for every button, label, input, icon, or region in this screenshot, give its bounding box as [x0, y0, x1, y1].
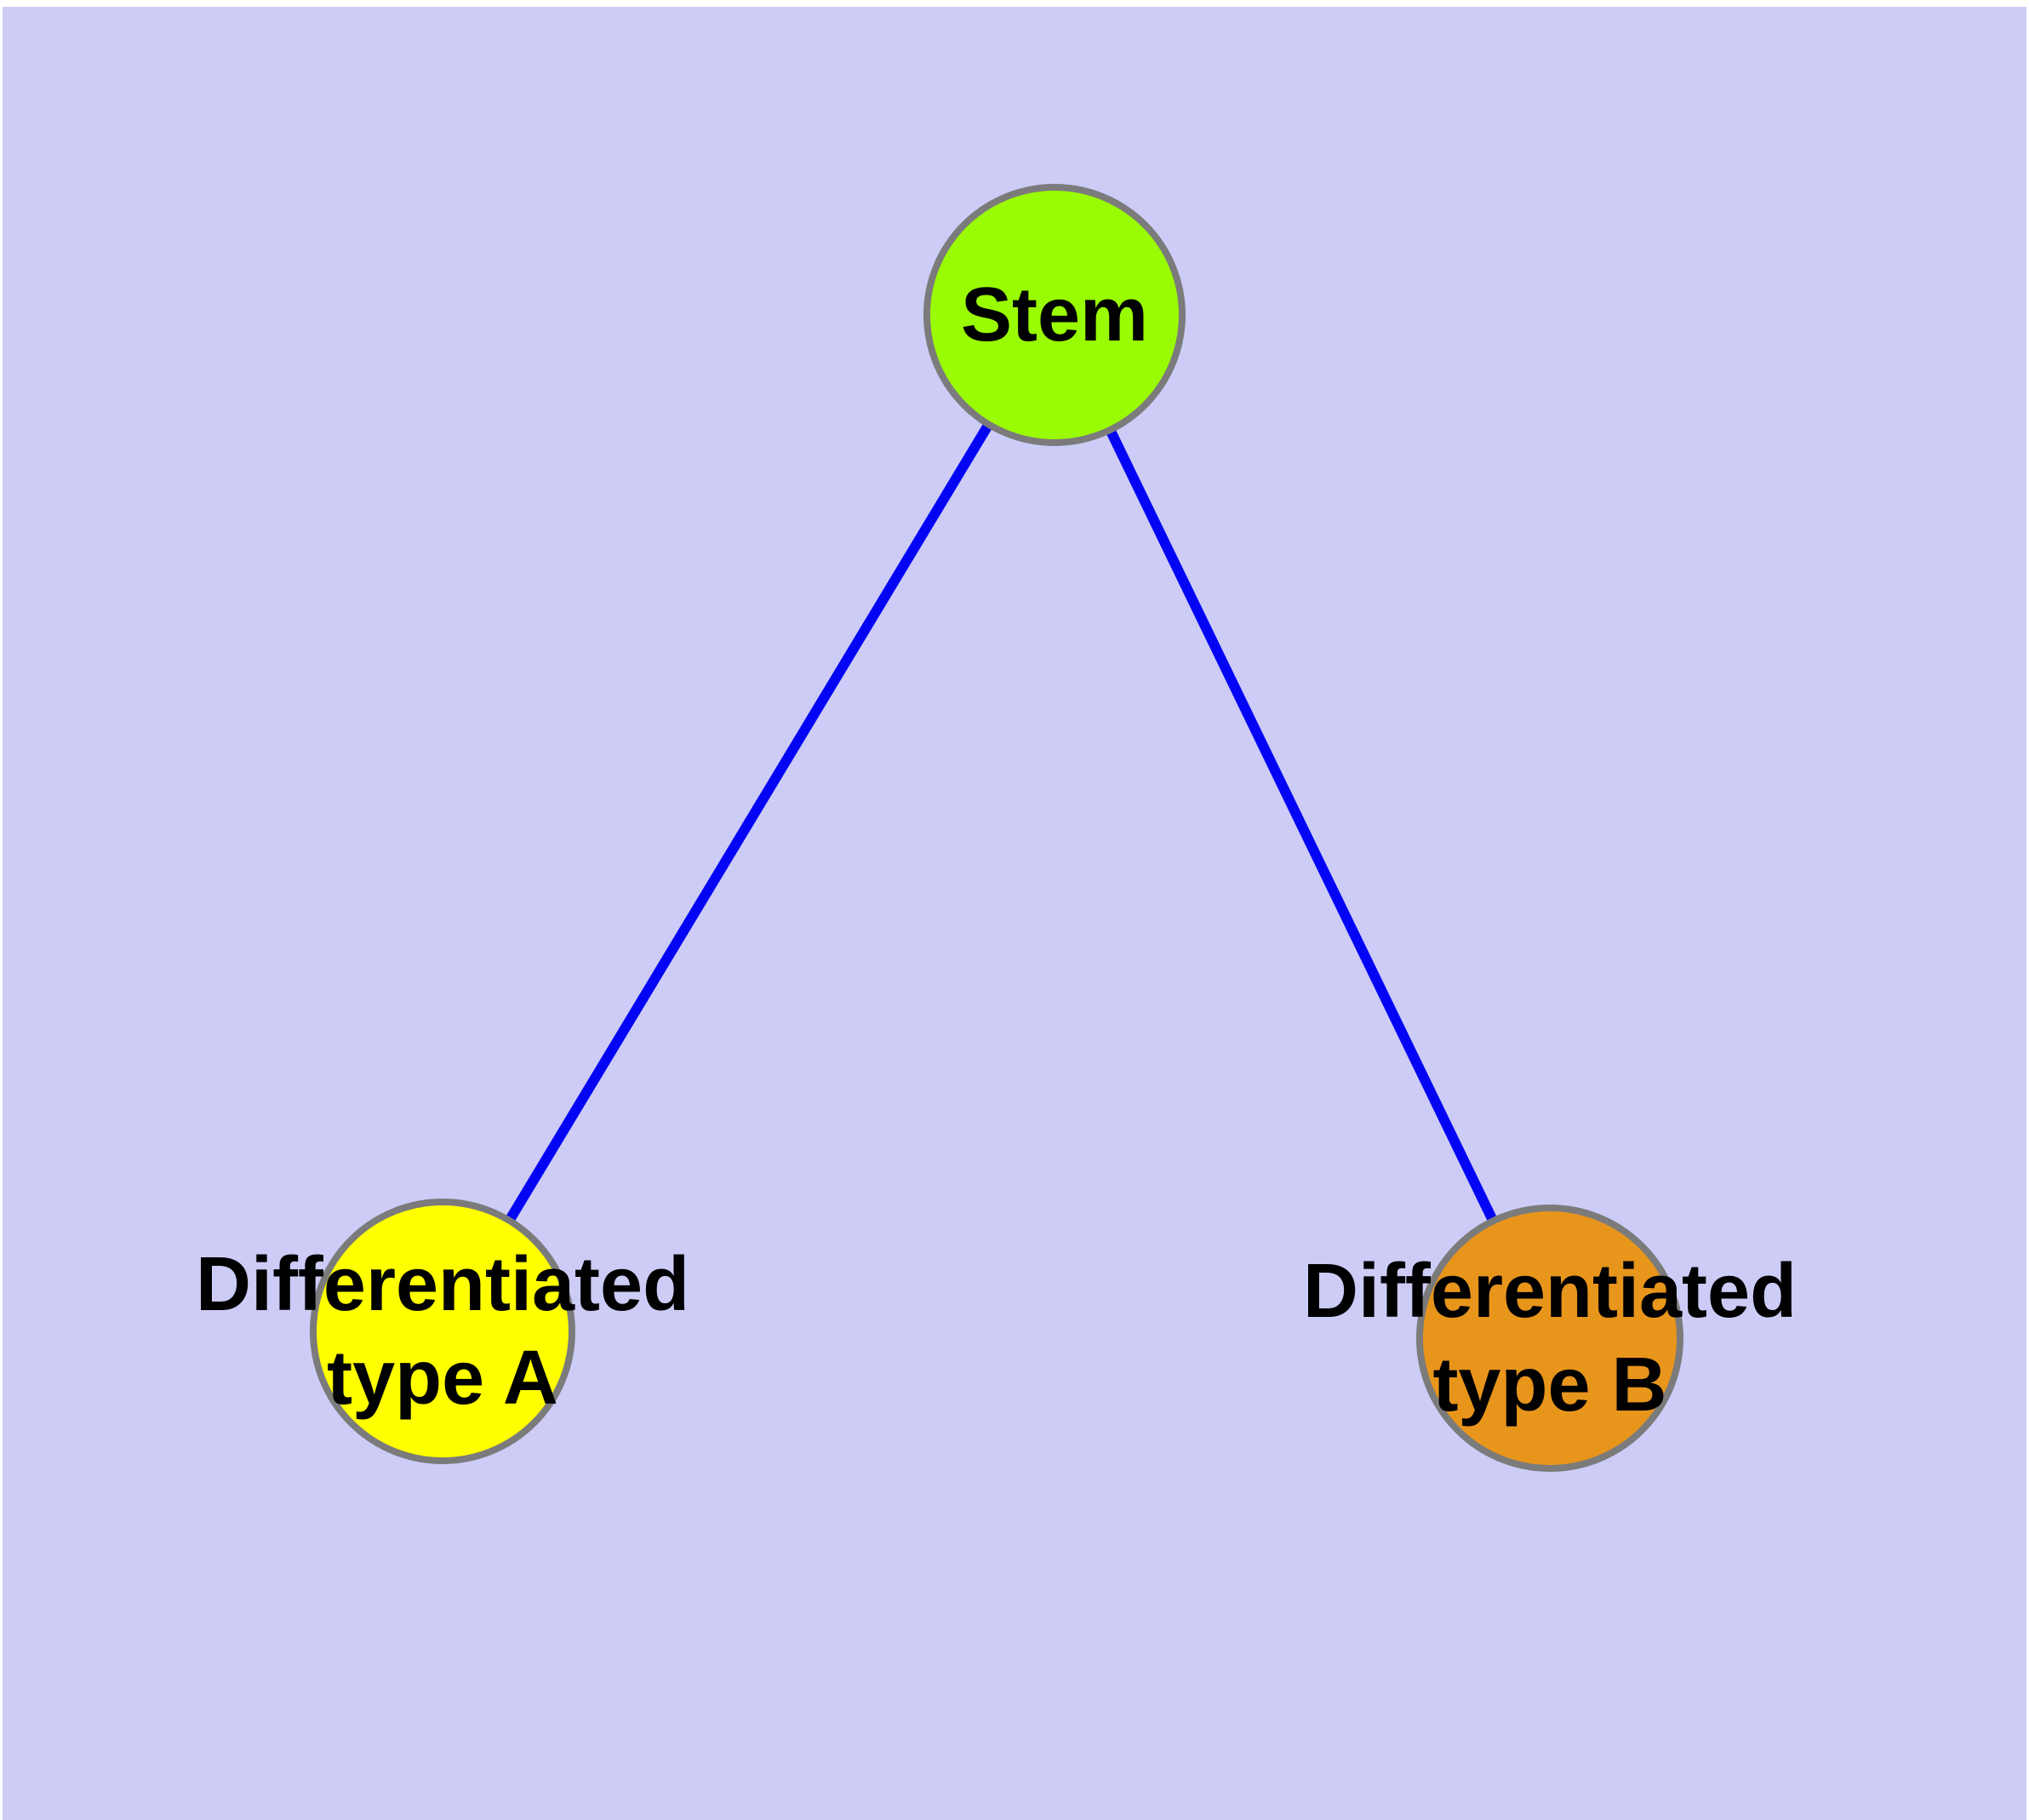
edge-stem-typeA: [437, 312, 1060, 1335]
node-circle-typeA: [310, 1199, 575, 1464]
edge-stem-typeB: [1049, 312, 1555, 1341]
node-circle-stem: [923, 184, 1186, 446]
node-circle-typeB: [1416, 1205, 1683, 1472]
